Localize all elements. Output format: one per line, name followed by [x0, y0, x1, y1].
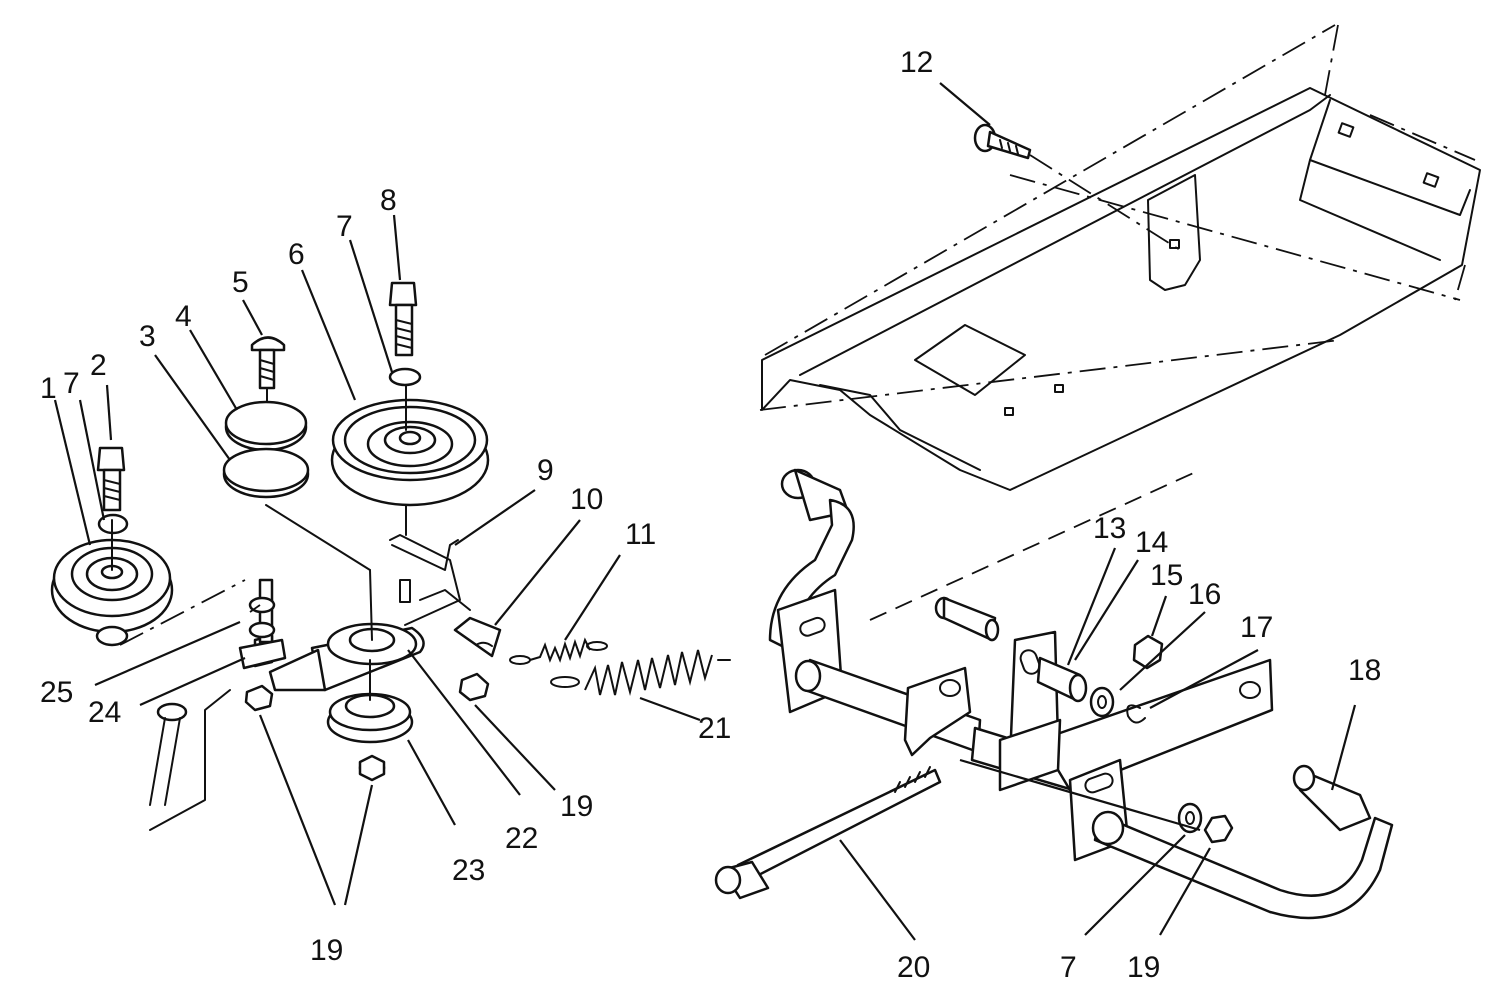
callout-24: 24 — [88, 696, 121, 729]
callout-19-mid: 19 — [560, 790, 593, 823]
washer-4 — [224, 400, 308, 452]
callout-23: 23 — [452, 854, 485, 887]
spring-21 — [550, 649, 731, 696]
crank-arm — [768, 468, 855, 714]
callout-18: 18 — [1348, 654, 1381, 687]
callout-3: 3 — [139, 320, 156, 353]
dashed-guides-left — [119, 579, 261, 646]
callout-20: 20 — [897, 951, 930, 984]
callout-4: 4 — [175, 300, 192, 333]
nut-19-right — [1203, 814, 1234, 844]
callout-6: 6 — [288, 238, 305, 271]
callout-numbers: 1 7 2 3 4 5 6 7 8 9 10 11 12 13 14 15 16… — [40, 46, 1381, 984]
callout-5: 5 — [232, 266, 249, 299]
callout-16: 16 — [1188, 578, 1221, 611]
clip-10 — [453, 616, 502, 702]
spacer-23 — [326, 659, 414, 744]
guide-line-right — [959, 758, 1201, 832]
nut-15 — [1132, 634, 1164, 670]
callout-15: 15 — [1150, 559, 1183, 592]
callout-12: 12 — [900, 46, 933, 79]
callout-17: 17 — [1240, 611, 1273, 644]
rod-20 — [714, 766, 942, 900]
bracket-24-25 — [238, 578, 287, 670]
callout-19-left: 19 — [310, 934, 343, 967]
callout-10: 10 — [570, 483, 603, 516]
callout-21: 21 — [698, 712, 731, 745]
pulley-6 — [330, 398, 490, 507]
guide-line-3b — [369, 569, 373, 641]
callout-8: 8 — [380, 184, 397, 217]
bolt-8 — [388, 281, 422, 536]
bracket-plates — [903, 630, 1274, 862]
callout-25: 25 — [40, 676, 73, 709]
washer-16 — [1089, 686, 1115, 718]
callout-19-right: 19 — [1127, 951, 1160, 984]
callout-9: 9 — [537, 454, 554, 487]
pulley-1 — [50, 538, 174, 634]
callout-1: 1 — [40, 372, 57, 405]
callout-13: 13 — [1093, 512, 1126, 545]
callout-7-right: 7 — [1060, 951, 1077, 984]
leader-lines — [53, 82, 1357, 941]
bolt-5 — [250, 336, 286, 471]
bolt-12 — [973, 123, 1181, 251]
pedal-bar-18 — [1091, 764, 1394, 920]
callout-7-left: 7 — [63, 367, 80, 400]
bolt-2 — [95, 446, 129, 647]
washer-3 — [222, 447, 310, 499]
pin-13 — [934, 596, 1000, 642]
nut-19-left — [244, 684, 386, 782]
callout-2: 2 — [90, 349, 107, 382]
guide-line-3 — [265, 504, 371, 571]
spring-11 — [509, 637, 608, 665]
clip-17 — [1126, 704, 1146, 724]
deck-dashed-lines — [759, 24, 1476, 621]
deck-plate — [761, 87, 1481, 491]
spacer-14 — [1036, 656, 1088, 703]
callout-7-upper: 7 — [336, 210, 353, 243]
callout-11: 11 — [625, 518, 656, 551]
left-pivot-rod — [149, 689, 231, 831]
callout-14: 14 — [1135, 526, 1168, 559]
callout-22: 22 — [505, 822, 538, 855]
